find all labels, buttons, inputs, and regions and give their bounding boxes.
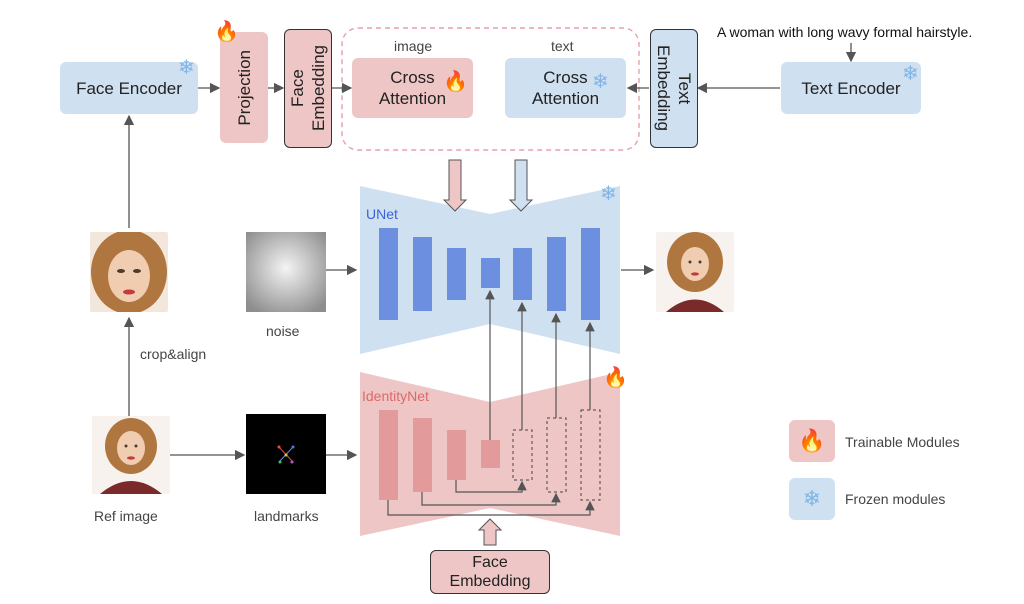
fire-icon: 🔥 xyxy=(443,71,468,93)
text-encoder-label: Text Encoder xyxy=(801,78,901,98)
text-embedding-box: Text Embedding xyxy=(650,29,698,148)
unet-block-7 xyxy=(581,228,600,320)
identitynet-block-2 xyxy=(413,418,432,492)
unet-block-3 xyxy=(447,248,466,300)
unet-block-2 xyxy=(413,237,432,311)
face-embedding-bottom-label: Face Embedding xyxy=(449,554,531,590)
noise-label: noise xyxy=(266,323,300,339)
ref-image-photo xyxy=(92,416,170,494)
text-encoder-box: Text Encoder xyxy=(781,62,921,114)
fire-icon: 🔥 xyxy=(603,367,628,389)
identitynet-block-5 xyxy=(512,429,533,481)
landmarks-label: landmarks xyxy=(254,508,319,524)
snowflake-icon: ❄ xyxy=(592,71,609,93)
snowflake-icon: ❄ xyxy=(600,183,617,205)
face-embedding-top-label: Face Embedding xyxy=(288,45,328,132)
image-label: image xyxy=(394,38,433,54)
text-label: text xyxy=(551,38,574,54)
projection-box: Projection xyxy=(220,32,268,143)
legend-trainable-label: Trainable Modules xyxy=(845,434,960,450)
snowflake-icon: ❄ xyxy=(802,486,822,511)
face-encoder-box: Face Encoder xyxy=(60,62,198,114)
unet-block-4 xyxy=(481,258,500,288)
face-encoder-label: Face Encoder xyxy=(76,78,182,98)
face-embedding-bottom-box: Face Embedding xyxy=(430,550,550,594)
projection-label: Projection xyxy=(234,49,254,126)
cross-attention-image-label: Cross Attention xyxy=(378,68,447,108)
crop-align-label: crop&align xyxy=(140,346,207,362)
aligned-face-photo xyxy=(90,232,168,312)
legend-frozen-swatch: ❄ xyxy=(789,478,835,520)
cross-attention-text-box: Cross Attention xyxy=(505,58,626,118)
identitynet-block-3 xyxy=(447,430,466,480)
identitynet-block-4 xyxy=(481,440,500,468)
identitynet-label: IdentityNet xyxy=(362,388,429,404)
unet-block-1 xyxy=(379,228,398,320)
snowflake-icon: ❄ xyxy=(178,57,195,79)
prompt-text: A woman with long wavy formal hairstyle. xyxy=(717,24,973,40)
cross-attention-image-box: Cross Attention xyxy=(352,58,473,118)
text-embedding-label: Text Embedding xyxy=(654,45,694,132)
unet-block-6 xyxy=(547,237,566,311)
cross-attention-text-label: Cross Attention xyxy=(531,68,600,108)
legend-frozen-label: Frozen modules xyxy=(845,491,946,507)
noise-image xyxy=(246,232,326,312)
unet-block-5 xyxy=(513,248,532,300)
face-embedding-top-box: Face Embedding xyxy=(284,29,332,148)
identitynet-block-1 xyxy=(379,410,398,500)
snowflake-icon: ❄ xyxy=(902,63,919,85)
legend-trainable-swatch: 🔥 xyxy=(789,420,835,462)
fire-icon: 🔥 xyxy=(798,428,826,453)
unet-label: UNet xyxy=(366,206,398,222)
output-image-photo xyxy=(656,232,734,312)
ref-image-label: Ref image xyxy=(94,508,158,524)
identitynet-block-6 xyxy=(546,417,567,493)
fire-icon: 🔥 xyxy=(214,21,239,43)
